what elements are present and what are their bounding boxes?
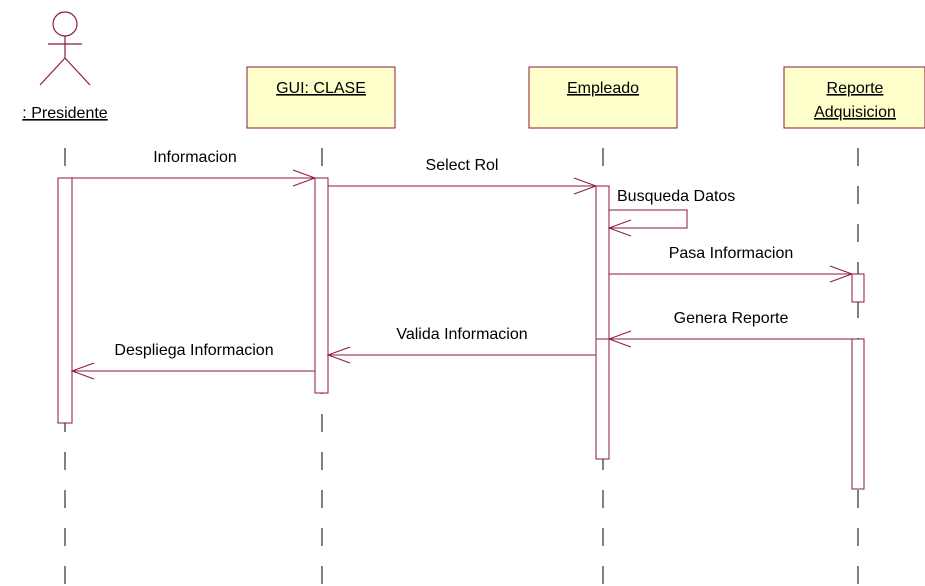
object-gui: GUI: CLASE [246, 66, 396, 129]
actor-label: : Presidente [22, 105, 107, 122]
message-informacion-label: Informacion [153, 149, 237, 166]
lifelines [64, 148, 859, 586]
message-busqueda-datos [607, 209, 688, 237]
activation-presidente [57, 177, 73, 424]
object-gui-label: GUI: CLASE [276, 80, 366, 97]
message-genera-reporte-label: Genera Reporte [674, 310, 789, 327]
object-reporte-label-line2: Adquisicion [814, 104, 896, 121]
activations [57, 177, 865, 490]
actor-stick-figure-icon [39, 11, 91, 86]
message-pasa-informacion-label: Pasa Informacion [669, 245, 794, 262]
message-select-rol-label: Select Rol [426, 157, 499, 174]
message-informacion [72, 169, 317, 187]
object-empleado-label: Empleado [567, 80, 639, 97]
activation-empleado-nested [595, 338, 610, 460]
activation-reporte-1 [851, 273, 865, 303]
message-select-rol [328, 177, 598, 195]
message-despliega-informacion-label: Despliega Informacion [114, 342, 273, 359]
message-valida-informacion [326, 346, 596, 364]
message-pasa-informacion [609, 265, 854, 283]
object-reporte-label-line1: Reporte [827, 80, 884, 97]
activation-reporte-2 [851, 338, 865, 490]
object-reporte: Reporte Adquisicion [783, 66, 925, 129]
message-valida-informacion-label: Valida Informacion [396, 326, 527, 343]
message-busqueda-datos-label: Busqueda Datos [617, 188, 735, 205]
message-despliega-informacion [70, 362, 315, 380]
message-genera-reporte [607, 330, 852, 348]
activation-gui [314, 177, 329, 394]
object-empleado: Empleado [528, 66, 678, 129]
